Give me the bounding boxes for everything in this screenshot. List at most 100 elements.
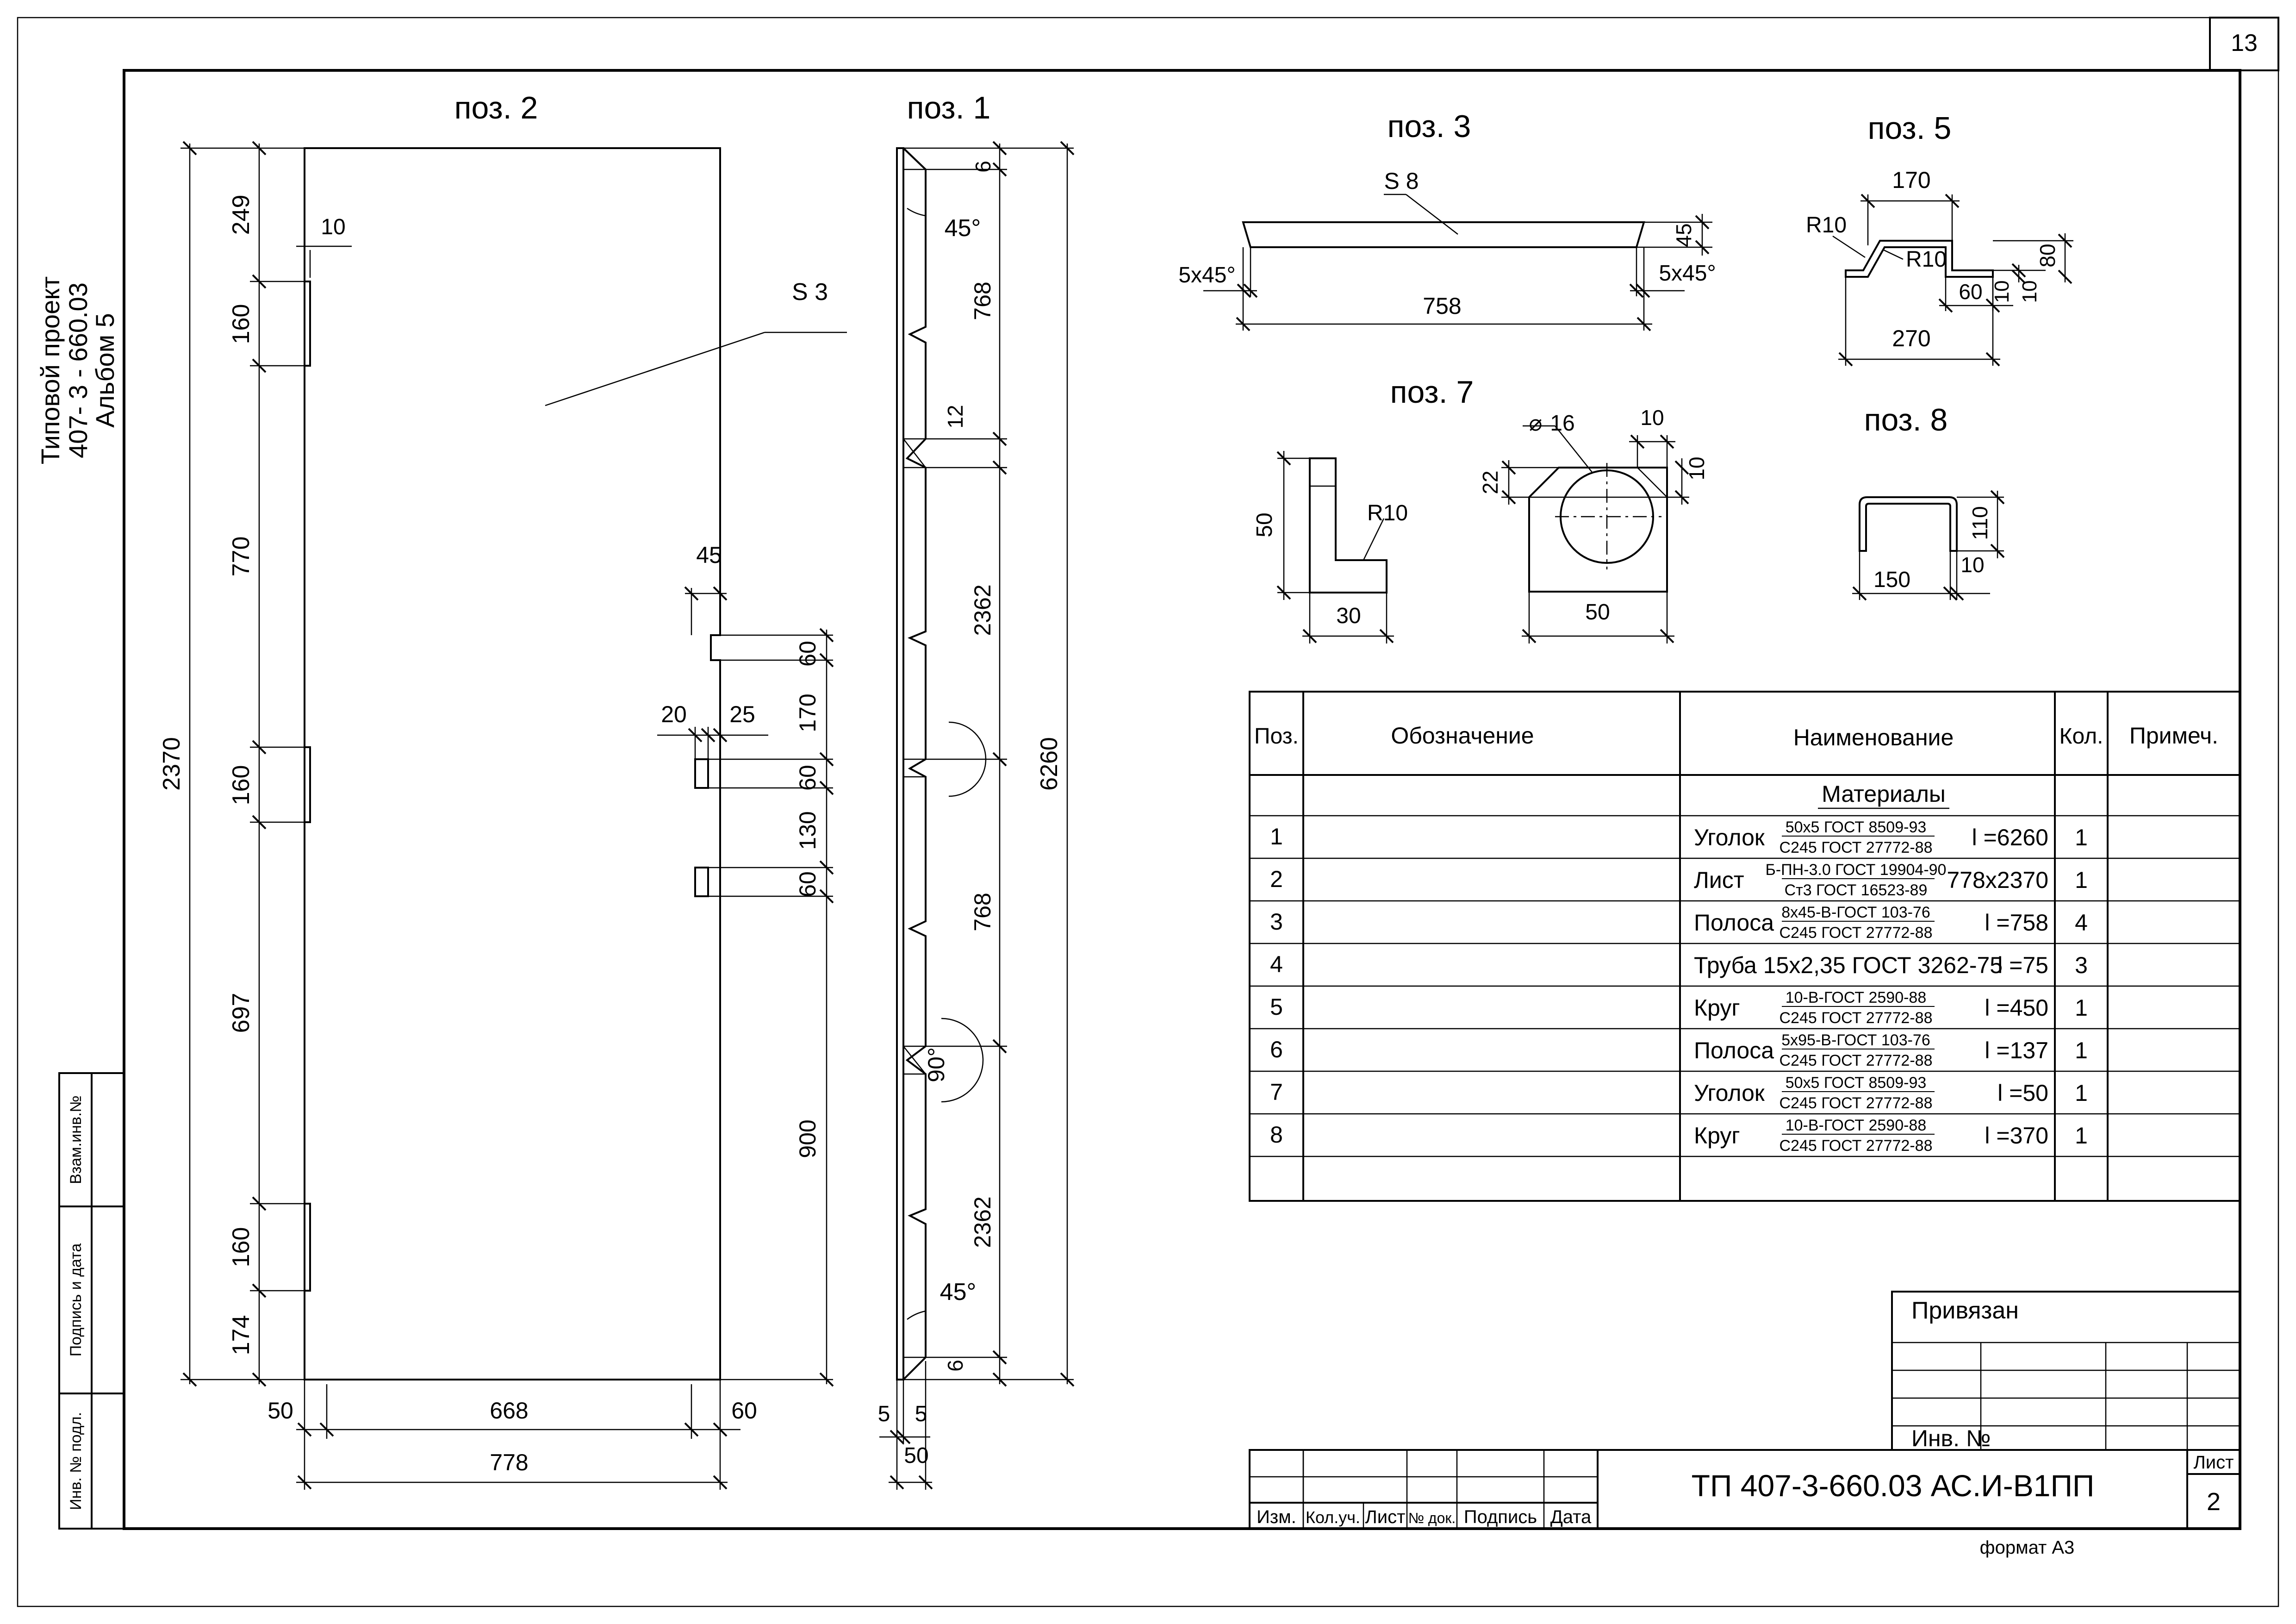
- pos7-width: 30: [1336, 604, 1361, 628]
- list-number: 2: [2207, 1488, 2221, 1516]
- title-block: Привязан Инв. № Изм. Кол.уч. Лист № док.…: [1249, 1291, 2241, 1558]
- spec-row-denominator: С245 ГОСТ 27772-88: [1779, 1137, 1932, 1155]
- sheet-number: 13: [2231, 30, 2258, 56]
- spec-header-pos: Поз.: [1254, 724, 1299, 749]
- spec-row-pos: 6: [1270, 1037, 1283, 1062]
- spec-section: Материалы: [1822, 781, 1946, 807]
- stamp-col-podpis: Подпись: [1464, 1507, 1537, 1527]
- format-label: формат А3: [1980, 1537, 2075, 1558]
- spec-row-qty: 3: [2075, 952, 2088, 978]
- pos1-angle-45-top: 45°: [945, 215, 981, 242]
- side-caption-line3: Альбом 5: [90, 313, 119, 428]
- spec-row-tail: 778х2370: [1947, 867, 2048, 893]
- pos2-dim-160c: 160: [228, 1227, 255, 1268]
- pos1-bottom-5b: 5: [915, 1402, 927, 1426]
- pos3-chamfer-left: 5x45°: [1178, 263, 1235, 287]
- stamp-col-koluch: Кол.уч.: [1306, 1508, 1360, 1527]
- spec-row-numerator: Б-ПН-3.0 ГОСТ 19904-90: [1766, 861, 1947, 879]
- spec-row-pos: 7: [1270, 1079, 1283, 1105]
- spec-row-name: Уголок: [1694, 824, 1765, 850]
- spec-row-pos: 1: [1270, 824, 1283, 849]
- pos1-drawing: поз. 1 45° 90° 45°: [878, 90, 1075, 1490]
- pos1-angle-90: 90°: [923, 1047, 949, 1082]
- pos8-label: поз. 8: [1864, 402, 1948, 437]
- list-label: Лист: [2194, 1452, 2234, 1473]
- pos5-d60: 60: [1959, 280, 1982, 304]
- spec-row-pos: 2: [1270, 866, 1283, 892]
- pos2-notch-depth: 10: [321, 215, 345, 239]
- pos1-dim-2362b: 2362: [970, 1196, 996, 1248]
- spec-row-pos: 3: [1270, 909, 1283, 935]
- pos2-slot-width: 45: [696, 542, 722, 568]
- pos2-right-60a: 60: [795, 641, 821, 667]
- spec-row-denominator: С245 ГОСТ 27772-88: [1779, 1052, 1932, 1069]
- pos7-height: 50: [1252, 512, 1277, 537]
- pos2-dim-25: 25: [729, 701, 755, 727]
- spec-row-qty: 1: [2075, 824, 2088, 850]
- pos8-width: 150: [1873, 568, 1910, 592]
- pos3-drawing: поз. 3 S 8 758 5x45° 5x45°: [1178, 109, 1716, 331]
- pos1-bottom-5a: 5: [878, 1402, 890, 1426]
- pos8-height: 110: [1968, 506, 1992, 540]
- stamp-col-ndok: № док.: [1408, 1510, 1456, 1526]
- spec-row-denominator: С245 ГОСТ 27772-88: [1779, 839, 1932, 856]
- spec-header-note: Примеч.: [2129, 723, 2218, 749]
- spec-row-qty: 1: [2075, 1037, 2088, 1063]
- pos5-drawing: поз. 5 170 270 60 10: [1806, 111, 2073, 367]
- side-caption-line1: Типовой проект: [36, 276, 65, 464]
- spec-row-pos: 5: [1270, 994, 1283, 1020]
- pos7-chamfer-h: 10: [1640, 406, 1664, 430]
- spec-row-name: Круг: [1694, 1123, 1740, 1149]
- pos1-dim-2362a: 2362: [970, 584, 996, 636]
- pos7-radius: R10: [1367, 501, 1408, 525]
- spec-row-numerator: 50х5 ГОСТ 8509-93: [1786, 1074, 1927, 1092]
- spec-row-pos: 4: [1270, 951, 1283, 977]
- side-caption-line2: 407- 3 - 660.03: [63, 282, 93, 458]
- spec-row-tail: l =450: [1985, 995, 2048, 1021]
- spec-row-qty: 1: [2075, 867, 2088, 893]
- pos1-dim-6-bottom: 6: [943, 1360, 967, 1372]
- pos2-bottom-668: 668: [490, 1398, 528, 1424]
- pos5-label: поз. 5: [1868, 111, 1952, 146]
- spec-row-name: Лист: [1694, 867, 1744, 893]
- spec-row-name: Труба 15х2,35 ГОСТ 3262-75: [1694, 952, 2003, 978]
- spec-row-numerator: 50х5 ГОСТ 8509-93: [1786, 818, 1927, 836]
- doc-code: ТП 407-3-660.03 АС.И-В1ПП: [1692, 1468, 2095, 1503]
- spec-table: Поз. Обозначение Наименование Кол. Приме…: [1249, 691, 2241, 1202]
- spec-row-tail: l =137: [1985, 1037, 2048, 1063]
- spec-row-tail: l =6260: [1972, 824, 2048, 850]
- pos3-length: 758: [1423, 293, 1461, 319]
- spec-row-denominator: С245 ГОСТ 27772-88: [1779, 924, 1932, 942]
- spec-row-denominator: С245 ГОСТ 27772-88: [1779, 1094, 1932, 1112]
- pos5-d10a: 10: [1991, 281, 2013, 303]
- pos3-thickness: S 8: [1384, 168, 1419, 194]
- pos2-label: поз. 2: [454, 90, 538, 125]
- pos2-dim-174: 174: [228, 1315, 255, 1355]
- spec-row-denominator: Ст3 ГОСТ 16523-89: [1785, 881, 1928, 899]
- pos1-dim-6-top: 6: [971, 161, 995, 173]
- pos2-bottom-60: 60: [731, 1398, 757, 1424]
- pos5-height: 80: [2035, 244, 2060, 267]
- pos2-overall-height: 2370: [158, 737, 185, 791]
- stamp-col-data: Дата: [1550, 1507, 1592, 1527]
- spec-row-qty: 1: [2075, 1080, 2088, 1106]
- spec-row-name: Круг: [1694, 995, 1740, 1021]
- pos2-thickness: S 3: [792, 279, 828, 306]
- stamp-vzam-inv: Взам.инв.№: [67, 1095, 85, 1184]
- pos7-hole: 16: [1550, 411, 1574, 436]
- spec-row-tail: l =758: [1985, 910, 2048, 936]
- pos2-dim-770: 770: [228, 537, 255, 577]
- pos1-dim-768a: 768: [970, 281, 996, 320]
- side-caption: Типовой проект 407- 3 - 660.03 Альбом 5: [36, 276, 119, 464]
- pos5-d10b: 10: [2018, 281, 2041, 303]
- spec-row-numerator: 10-В-ГОСТ 2590-88: [1786, 989, 1927, 1006]
- spec-row-qty: 1: [2075, 995, 2088, 1021]
- pos2-bottom-50: 50: [268, 1398, 293, 1424]
- spec-row-numerator: 10-В-ГОСТ 2590-88: [1786, 1117, 1927, 1134]
- spec-row-denominator: С245 ГОСТ 27772-88: [1779, 1009, 1932, 1027]
- spec-row-tail: l =75: [1997, 952, 2048, 978]
- pos1-overall: 6260: [1036, 737, 1063, 791]
- pos2-right-130: 130: [795, 811, 821, 849]
- spec-row-qty: 1: [2075, 1123, 2088, 1149]
